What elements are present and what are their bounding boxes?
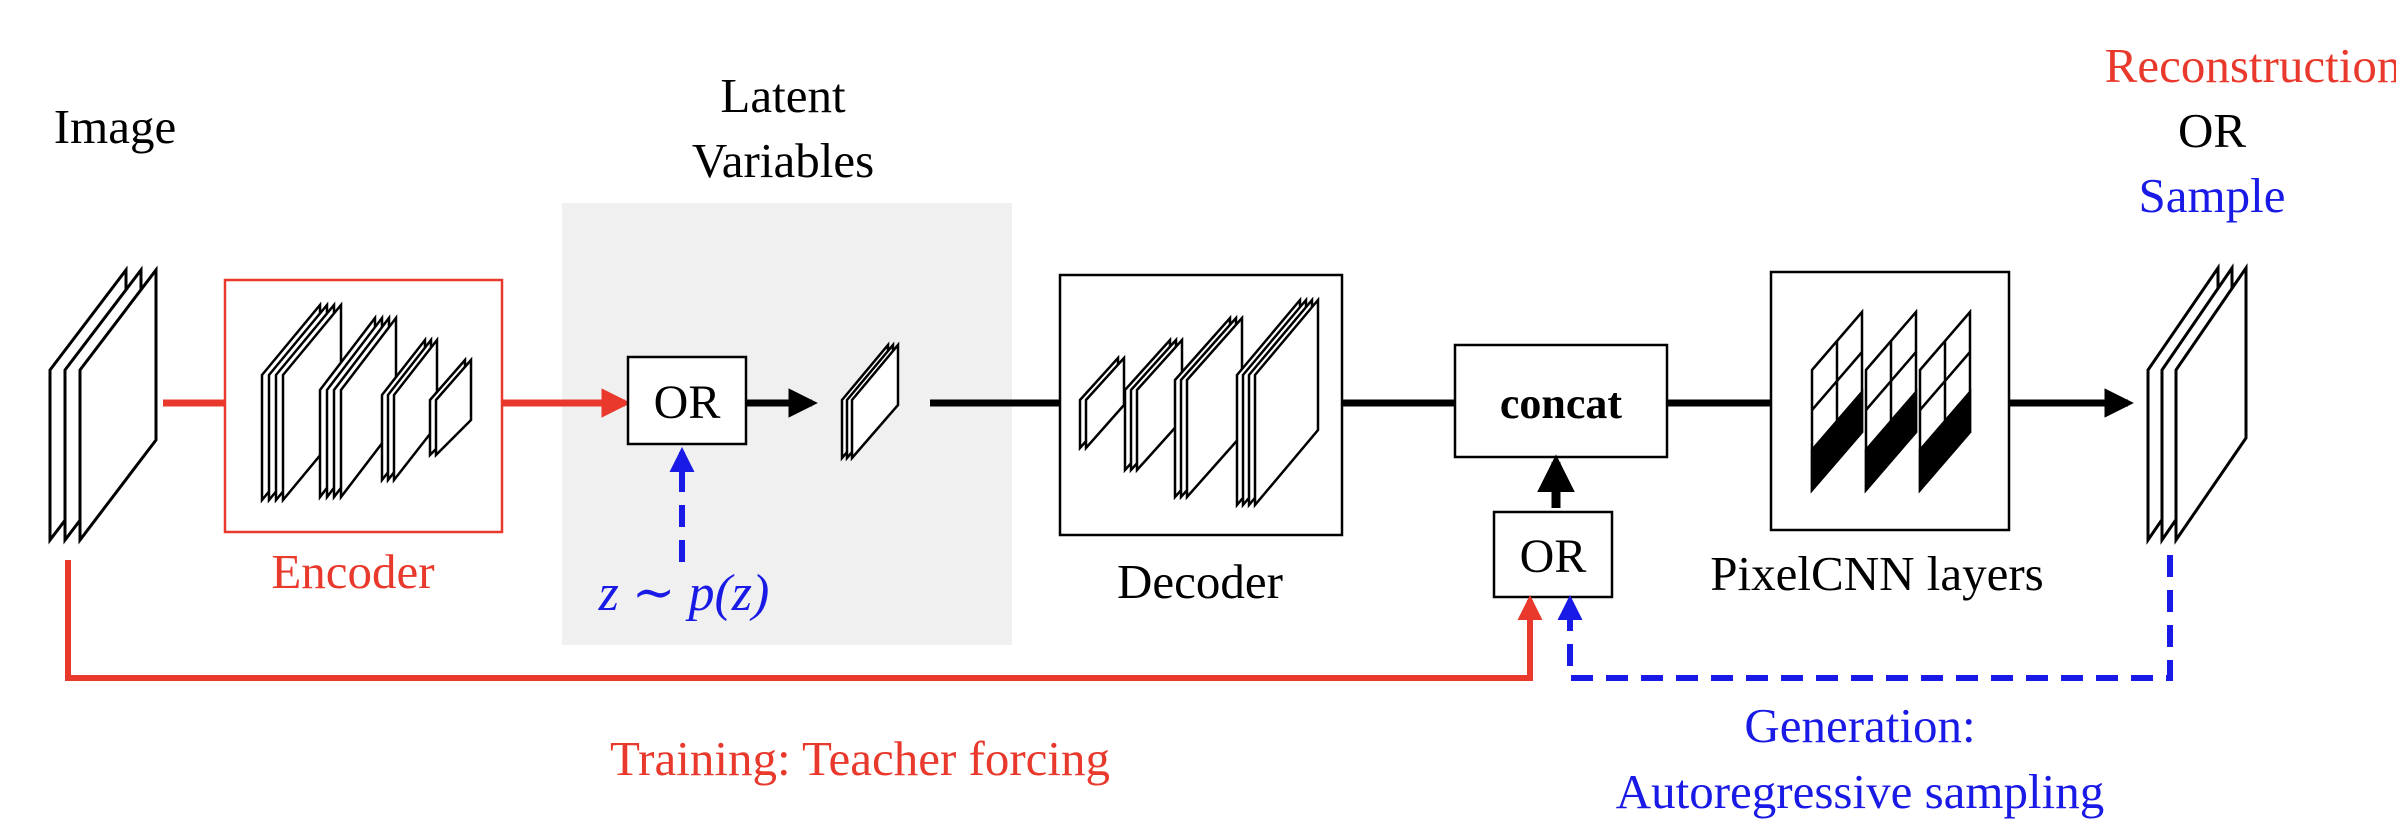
latent-label-line2: Variables <box>692 133 874 188</box>
prior-label: z ∼ p(z) <box>598 565 770 622</box>
output-image-icon <box>2146 263 2248 545</box>
deconv-stack-icon <box>1078 296 1320 509</box>
input-or-box <box>1492 510 1614 599</box>
input-or-label: OR <box>1520 530 1587 583</box>
image-label: Image <box>54 99 176 154</box>
decoder-label: Decoder <box>1117 554 1283 609</box>
output-label-line1: Reconstruction <box>2105 38 2396 93</box>
output-label-line2: OR <box>2178 103 2246 158</box>
latent-tensor-icon <box>840 341 900 462</box>
latent-label-line1: Latent <box>720 68 846 123</box>
generation-label-line1: Generation: <box>1744 698 1975 753</box>
training-label: Training: Teacher forcing <box>610 731 1110 786</box>
masked-conv-layer-2 <box>1864 308 1918 494</box>
concat-label: concat <box>1500 379 1623 428</box>
masked-conv-icon <box>1810 308 1972 494</box>
generation-label-line2: Autoregressive sampling <box>1616 764 2105 819</box>
conv-stack-icon <box>260 301 473 504</box>
input-image-icon <box>48 265 158 545</box>
encoder-label: Encoder <box>271 544 434 599</box>
output-label-line3: Sample <box>2139 168 2286 223</box>
masked-conv-layer-3 <box>1918 308 1972 494</box>
latent-or-label: OR <box>654 376 721 429</box>
generation-path-arrow <box>1557 555 2173 681</box>
masked-conv-layer-1 <box>1810 308 1864 494</box>
training-path-arrow <box>65 560 1543 681</box>
pixelcnn-label: PixelCNN layers <box>1710 546 2043 601</box>
